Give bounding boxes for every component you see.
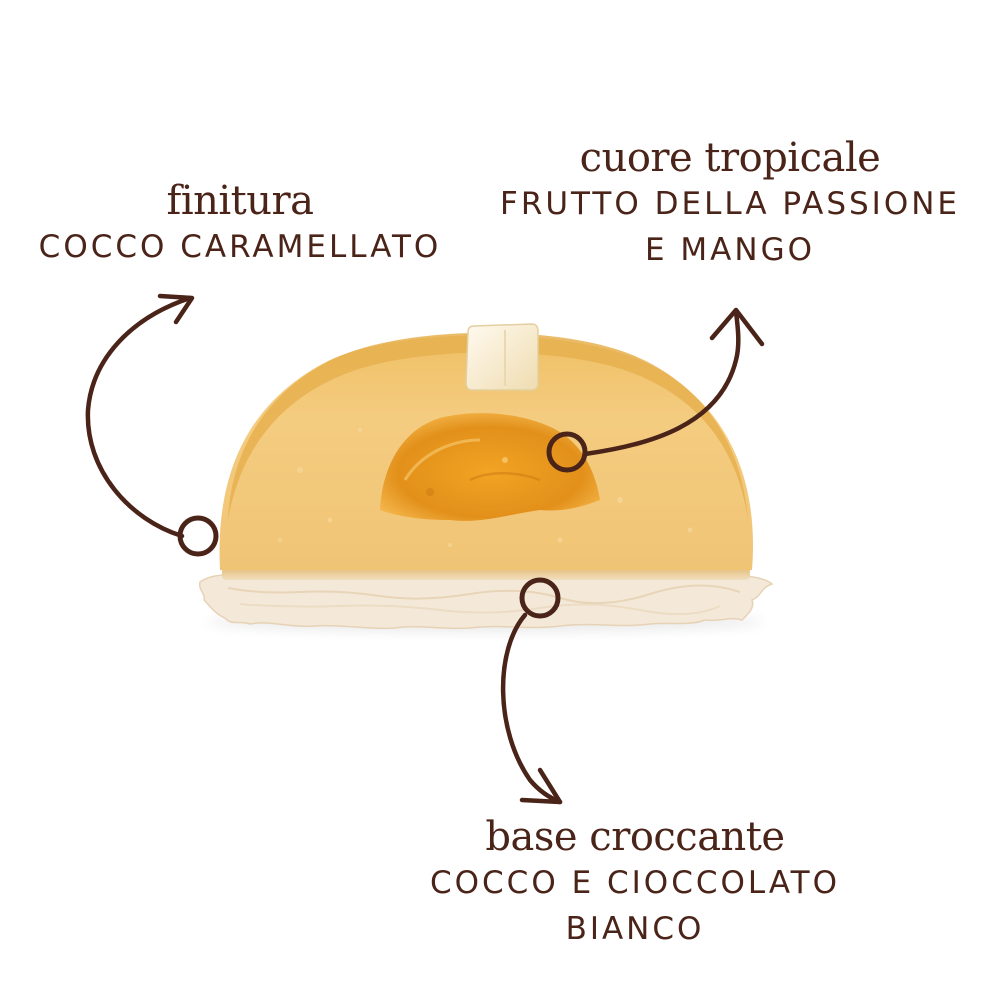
tropical-core — [380, 413, 600, 521]
callout-markers — [177, 431, 588, 619]
arrowhead-finitura — [157, 293, 195, 325]
arrowhead-cuore — [709, 307, 765, 347]
callout-cuore-title: cuore tropicale — [579, 135, 881, 181]
callout-finitura-line-1: COCCO CARAMELLATO — [38, 229, 442, 265]
callout-cuore-line-2: E MANGO — [644, 232, 815, 268]
marker-cuore — [546, 431, 588, 473]
callout-cuore-line-1: FRUTTO DELLA PASSIONE — [499, 186, 960, 222]
arrowhead-base — [519, 767, 563, 805]
arrow-cuore — [582, 309, 741, 457]
marker-finitura — [177, 515, 219, 557]
callout-finitura: finitura COCCO CARAMELLATO — [30, 178, 450, 270]
callout-cuore: cuore tropicale FRUTTO DELLA PASSIONE E … — [480, 135, 980, 273]
callout-arrows — [85, 293, 765, 805]
callout-base-title: base croccante — [485, 814, 785, 860]
coconut-base-layer — [198, 574, 774, 630]
callout-finitura-title: finitura — [166, 178, 314, 224]
marker-base — [519, 577, 561, 619]
callout-base: base croccante COCCO E CIOCCOLATO BIANCO — [370, 814, 900, 952]
white-chocolate-decoration — [465, 323, 539, 391]
arrow-finitura — [85, 295, 193, 539]
mousse-texture — [278, 428, 693, 547]
arrow-base — [500, 612, 563, 805]
callout-base-line-1: COCCO E CIOCCOLATO BIANCO — [429, 865, 841, 947]
